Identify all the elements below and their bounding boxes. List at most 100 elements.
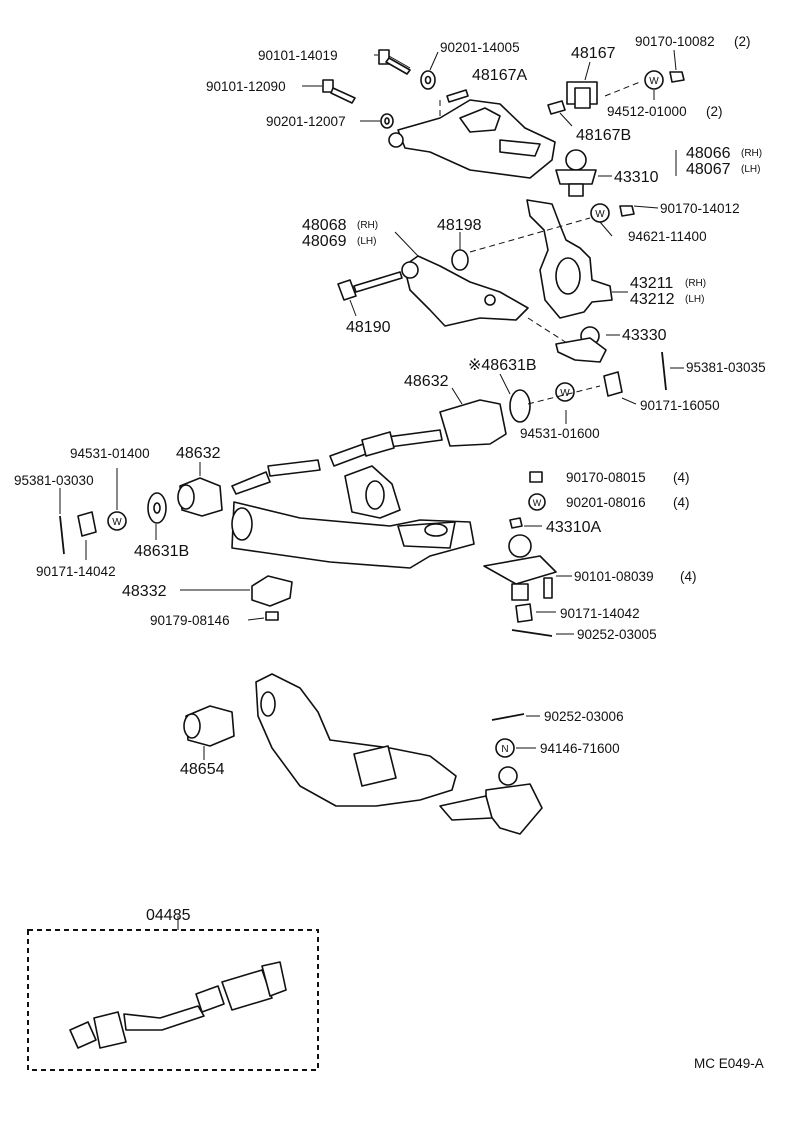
washer-symbol: W: [649, 76, 659, 87]
label-90170-08015-qty: (4): [673, 470, 690, 485]
shaft-48167: [566, 81, 598, 109]
label-43310: 43310: [614, 169, 659, 186]
label-43211: 43211: [630, 275, 673, 292]
washer-94512-01000: W: [644, 70, 664, 90]
label-90171-14042-left: 90171-14042: [36, 564, 116, 579]
label-94512-01000: 94512-01000: [607, 104, 687, 119]
label-48167: 48167: [571, 45, 616, 62]
label-48631B: 48631B: [134, 543, 189, 560]
bolt-90101-12090: [322, 79, 356, 104]
washer-48198: [451, 249, 469, 271]
label-43310A: 43310A: [546, 519, 601, 536]
strut-bushing-48632-upper: [439, 389, 531, 447]
washer-symbol: W: [595, 209, 605, 220]
label-lh-43212: (LH): [685, 294, 704, 305]
nut-94146-71600: N: [495, 738, 515, 758]
label-90179-08146: 90179-08146: [150, 613, 230, 628]
label-rh-48066: (RH): [741, 148, 762, 159]
kit-frame: [27, 929, 319, 1071]
nut-90179-08146: [265, 611, 279, 621]
nut-43310A-upper: [509, 517, 523, 529]
label-48631B-star: ※48631B: [468, 357, 537, 374]
label-48067: 48067: [686, 161, 731, 178]
bushing-48632-lower: [177, 477, 223, 517]
washer-symbol: W: [560, 388, 570, 399]
label-48198: 48198: [437, 217, 482, 234]
stopper-48332: [251, 575, 293, 607]
label-48066: 48066: [686, 145, 731, 162]
label-90101-14019: 90101-14019: [258, 48, 338, 63]
cotter-pin-95381-03035: [661, 351, 667, 391]
label-43330: 43330: [622, 327, 667, 344]
label-90101-08039-qty: (4): [680, 569, 697, 584]
label-90171-16050: 90171-16050: [640, 398, 720, 413]
part-labels: 90101-14019 90201-14005 48167 90170-1008…: [14, 34, 766, 1071]
strut-bar-rod: [231, 429, 443, 495]
ball-joint-43310: [555, 149, 597, 197]
label-90201-08016: 90201-08016: [566, 495, 646, 510]
bolt-90101-14019: [378, 49, 411, 75]
label-90170-08015: 90170-08015: [566, 470, 646, 485]
kit-04485-assembly: [69, 961, 287, 1049]
washer-94531-01600: W: [555, 382, 575, 402]
ball-joint-43310A: [483, 534, 557, 601]
washer-90201-12007: [380, 113, 394, 129]
nut-90170-10082: [669, 71, 685, 83]
lower-arm-bracket: [255, 673, 457, 807]
label-48190: 48190: [346, 319, 391, 336]
label-48068: 48068: [302, 217, 347, 234]
cotter-pin-95381-03030: [59, 515, 65, 555]
label-90170-10082-qty: (2): [734, 34, 751, 49]
bolt-48167A: [446, 89, 469, 103]
label-95381-03035: 95381-03035: [686, 360, 766, 375]
washer-94621-11400: W: [590, 203, 610, 223]
label-48167A: 48167A: [472, 67, 527, 84]
nut-90171-14042-left: [77, 511, 97, 537]
washer-48631B: [147, 492, 167, 524]
bolt-90101-08039: [543, 577, 553, 599]
label-95381-03030: 95381-03030: [14, 473, 94, 488]
diagram-reference-code: MC E049-A: [694, 1056, 764, 1071]
label-48332: 48332: [122, 583, 167, 600]
label-90170-10082: 90170-10082: [635, 34, 715, 49]
label-90101-12090: 90101-12090: [206, 79, 286, 94]
washer-90201-14005: [420, 70, 436, 90]
nut-90171-14042-right: [515, 603, 533, 623]
washer-symbol: W: [112, 517, 122, 528]
label-lh-48067: (LH): [741, 164, 760, 175]
label-90101-08039: 90101-08039: [574, 569, 654, 584]
label-94512-01000-qty: (2): [706, 104, 723, 119]
label-94146-71600: 94146-71600: [540, 741, 620, 756]
washer-90201-08016: W: [528, 493, 546, 511]
label-94531-01600: 94531-01600: [520, 426, 600, 441]
nut-90170-08015: [529, 471, 543, 483]
label-90201-14005: 90201-14005: [440, 40, 520, 55]
label-48069: 48069: [302, 233, 347, 250]
label-90252-03005: 90252-03005: [577, 627, 657, 642]
nut-90170-14012: [619, 205, 635, 217]
label-94621-11400: 94621-11400: [628, 229, 707, 244]
label-lh-48069: (LH): [357, 236, 376, 247]
lower-ball-joint: [439, 766, 543, 835]
label-90201-08016-qty: (4): [673, 495, 690, 510]
label-48167B: 48167B: [576, 127, 631, 144]
label-90171-14042-right: 90171-14042: [560, 606, 640, 621]
label-90201-12007: 90201-12007: [266, 114, 346, 129]
lower-control-arm: [231, 465, 475, 569]
label-rh-48068: (RH): [357, 220, 378, 231]
washer-symbol: W: [533, 498, 542, 508]
nut-90171-16050: [603, 371, 623, 397]
nut-symbol: N: [501, 744, 508, 755]
label-90170-14012: 90170-14012: [660, 201, 740, 216]
cotter-pin-90252-03005: [511, 629, 553, 637]
label-04485: 04485: [146, 907, 191, 924]
label-rh-43211: (RH): [685, 278, 706, 289]
bolt-48190: [337, 271, 403, 301]
strut-bar-bracket: [401, 255, 529, 327]
label-48632-lower: 48632: [176, 445, 221, 462]
label-43212: 43212: [630, 291, 675, 308]
bushing-48167B: [547, 100, 566, 115]
label-48654: 48654: [180, 761, 225, 778]
cotter-pin-90252-03006: [491, 713, 525, 721]
